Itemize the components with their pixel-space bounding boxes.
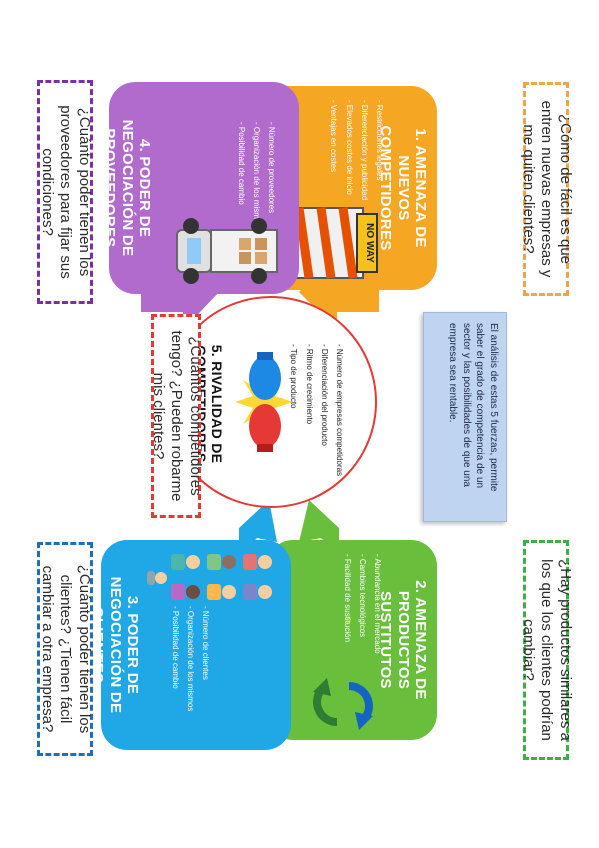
boxing-gloves-icon <box>235 352 293 452</box>
list-item: Organización de los mismos <box>183 606 198 746</box>
card-clients: 3. PODER DE NEGOCIACIÓN DE CLIENTES Núme… <box>90 540 291 750</box>
card-3-title: 3. PODER DE NEGOCIACIÓN DE CLIENTES <box>89 576 142 714</box>
list-item: Posibilidad de cambio <box>167 606 182 746</box>
card-2-title: 2. AMENAZA DE PRODUCTOS SUSTITUTOS <box>377 580 430 700</box>
list-item: Número de empresas competidoras <box>332 344 347 494</box>
person-icon <box>147 554 272 600</box>
info-text: El análisis de estas 5 fuerzas, permite … <box>447 323 500 492</box>
question-rivalry: ¿Cuántos competidores tengo? ¿Pueden rob… <box>149 314 205 518</box>
question-text: ¿Hay productos similares a los que los c… <box>519 559 575 741</box>
rivalry-circle: 5. RIVALIDAD DE COMPETIDORES Número de e… <box>165 296 377 508</box>
delivery-truck-icon <box>176 218 278 284</box>
people-icon <box>147 554 272 600</box>
list-item: Ritmo de crecimiento <box>301 344 316 494</box>
card-3-list: Número de clientes Organización de los m… <box>167 606 213 746</box>
card-substitutes: 2. AMENAZA DE PRODUCTOS SUSTITUTOS Abund… <box>267 540 437 740</box>
question-text: ¿Cuántos competidores tengo? ¿Pueden rob… <box>149 330 205 502</box>
list-item: Diferenciación del producto <box>317 344 332 494</box>
question-new-competitors: ¿Cómo de fácil es que entren nuevas empr… <box>520 82 574 296</box>
card-4-title: 4. PODER DE NEGOCIACIÓN DE PROVEEDORES <box>101 119 154 257</box>
question-clients: ¿Cuánto poder tienen los clientes? ¿Tien… <box>37 542 93 756</box>
swap-arrows-icon <box>313 678 373 730</box>
card-suppliers: 4. PODER DE NEGOCIACIÓN DE PROVEEDORES N… <box>102 82 299 294</box>
barrier-sign-text: NO WAY <box>364 223 375 263</box>
question-text: ¿Cuánto poder tienen los proveedores par… <box>38 105 94 279</box>
info-box: El análisis de estas 5 fuerzas, permite … <box>423 312 507 522</box>
question-text: ¿Cuánto poder tienen los clientes? ¿Tien… <box>38 564 94 734</box>
question-text: ¿Cómo de fácil es que entren nuevas empr… <box>519 100 575 278</box>
question-suppliers: ¿Cuánto poder tienen los proveedores par… <box>37 80 93 304</box>
list-item: Número de clientes <box>198 606 213 746</box>
question-substitutes: ¿Hay productos similares a los que los c… <box>520 540 574 760</box>
